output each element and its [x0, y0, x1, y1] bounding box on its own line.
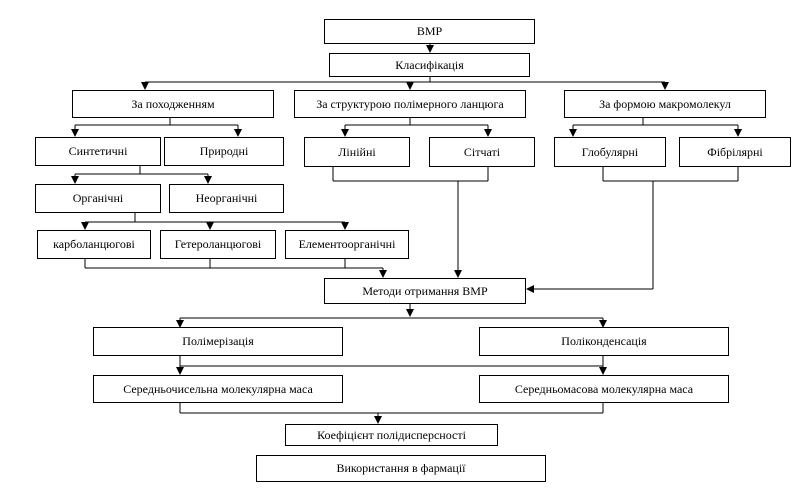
node-methods: Методи отримання ВМР	[324, 278, 526, 304]
node-linear: Лінійні	[304, 137, 410, 167]
node-carbochain: карболанцюгові	[37, 230, 151, 259]
node-vmp: ВМР	[324, 19, 535, 44]
node-weight-avg-mass: Середньомасова молекулярна маса	[479, 375, 729, 403]
node-polycondensation: Поліконденсація	[479, 327, 729, 356]
node-classification: Класифікація	[329, 53, 530, 77]
node-inorganic: Неорганічні	[169, 184, 284, 213]
node-natural: Природні	[164, 137, 284, 166]
node-fibrillar: Фібрілярні	[679, 137, 791, 167]
node-network: Сітчаті	[429, 137, 535, 167]
node-elementorganic: Елементоорганічні	[285, 230, 409, 259]
node-organic: Органічні	[35, 184, 161, 213]
node-synthetic: Синтетичні	[35, 137, 161, 166]
node-globular: Глобулярні	[554, 137, 666, 167]
node-by-shape: За формою макромолекул	[564, 90, 766, 118]
node-by-chain-structure: За структурою полімерного ланцюга	[294, 90, 526, 118]
node-number-avg-mass: Середньочисельна молекулярна маса	[93, 375, 343, 403]
node-pharmacy-use: Використання в фармації	[256, 455, 546, 482]
node-by-origin: За походженням	[72, 90, 274, 118]
node-polydispersity: Коефіцієнт полідисперсності	[285, 424, 498, 446]
node-polymerization: Полімерізація	[93, 327, 343, 356]
node-heterochain: Гетероланцюгові	[160, 230, 276, 259]
